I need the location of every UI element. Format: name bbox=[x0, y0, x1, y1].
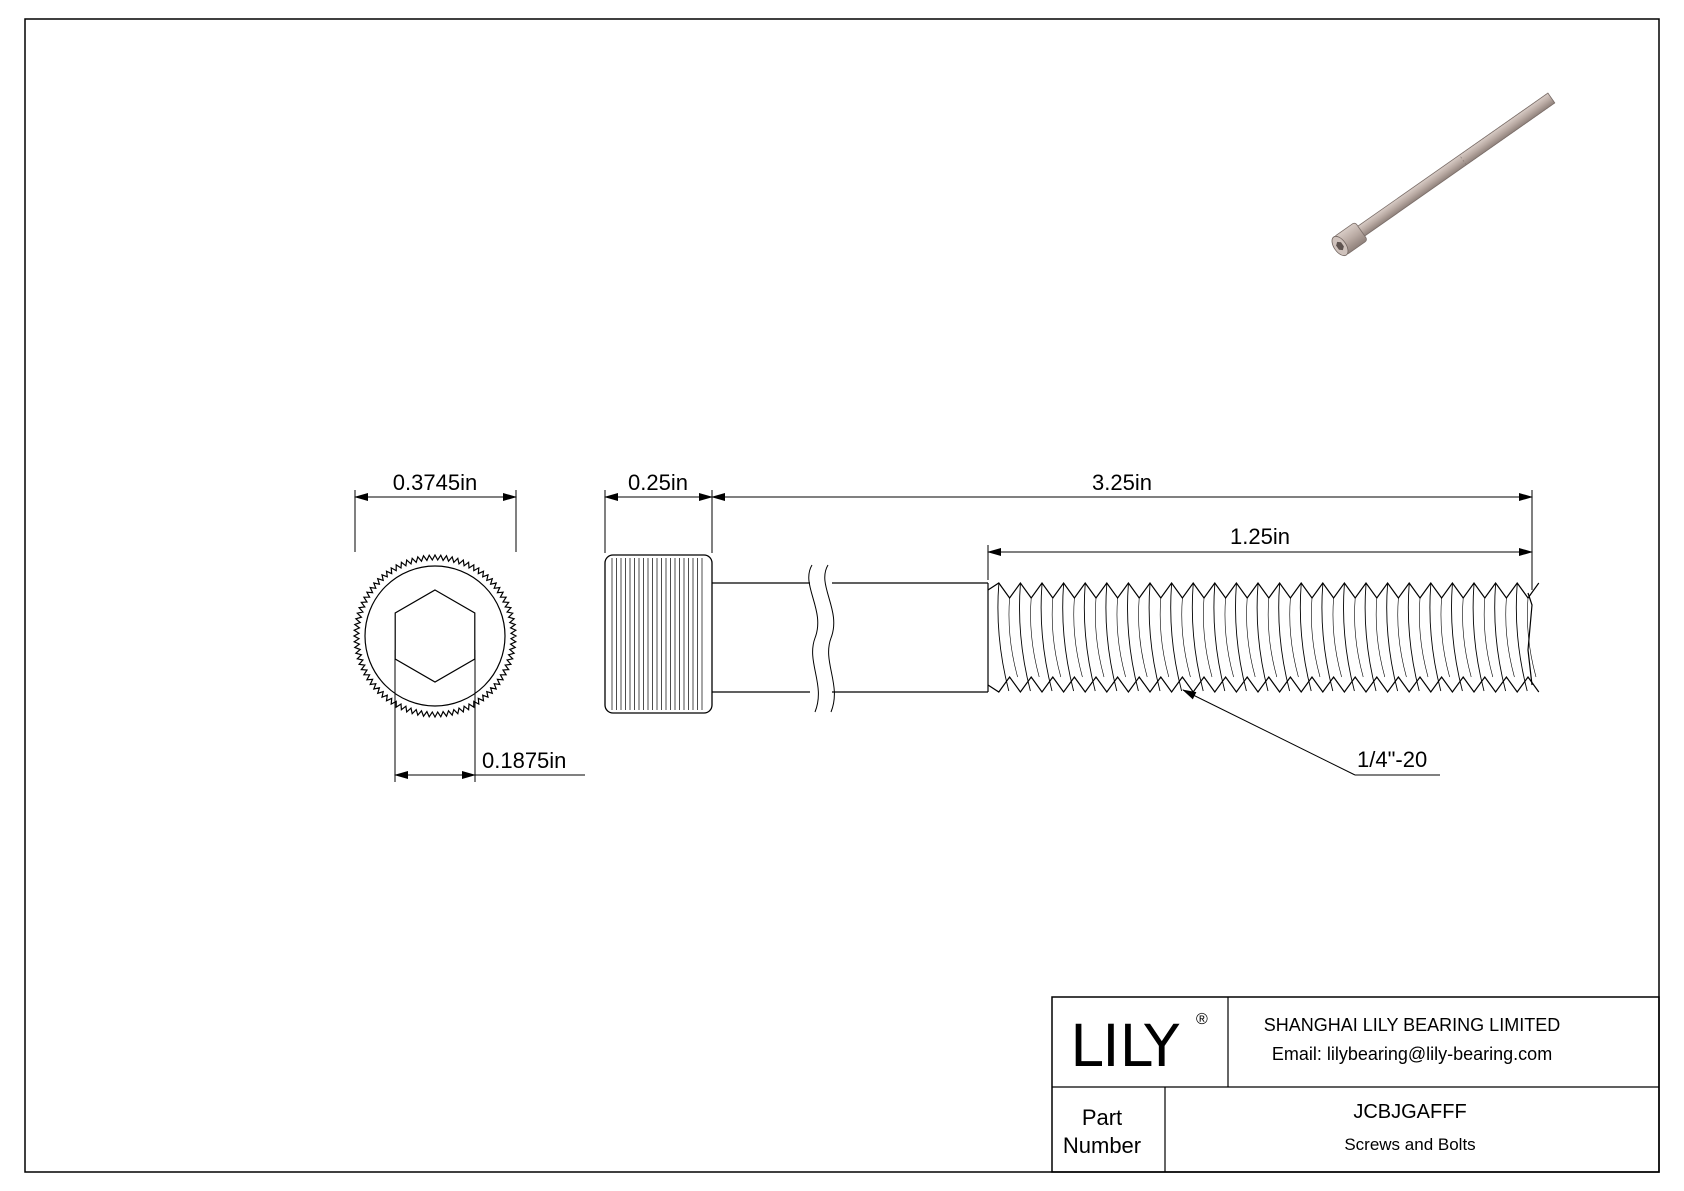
thread-root bbox=[1462, 597, 1472, 678]
thread-flank bbox=[1407, 583, 1420, 692]
part-label: Part bbox=[1082, 1105, 1122, 1130]
title-block-frame bbox=[1051, 996, 1660, 1173]
thread-root bbox=[1397, 597, 1407, 678]
thread-flank bbox=[1278, 583, 1291, 692]
thread-flank bbox=[1170, 583, 1183, 692]
thread-root bbox=[1138, 597, 1148, 678]
thread-flank bbox=[1429, 583, 1442, 692]
thread-root bbox=[1159, 597, 1170, 678]
thread-flank bbox=[1105, 583, 1118, 692]
thread-flank bbox=[1386, 583, 1399, 692]
thread-flank bbox=[1321, 583, 1334, 692]
knurled-head-outline bbox=[352, 553, 518, 719]
thread-root bbox=[1008, 597, 1018, 678]
thread-root bbox=[1289, 597, 1299, 678]
thread-flank bbox=[1343, 583, 1355, 692]
thread-flank bbox=[1515, 583, 1528, 692]
thread-root bbox=[1375, 597, 1386, 678]
part-number: JCBJGAFFF bbox=[1353, 1101, 1466, 1123]
logo-registered-mark: ® bbox=[1196, 1011, 1208, 1028]
isometric-screw-thumbnail bbox=[1331, 92, 1556, 257]
screw-side-view: 0.25in 3.25in 1.25in 1/4"-20 bbox=[604, 470, 1540, 776]
thread-crest-top bbox=[987, 581, 1540, 600]
company-logo: LILY bbox=[1070, 1012, 1180, 1080]
overall-length-label: 3.25in bbox=[1092, 470, 1152, 495]
break-line-right bbox=[824, 564, 835, 713]
head-height-label: 0.25in bbox=[628, 470, 688, 495]
thread-flank bbox=[997, 583, 1010, 692]
company-name: SHANGHAI LILY BEARING LIMITED bbox=[1264, 1015, 1560, 1035]
thread-root bbox=[1095, 597, 1105, 678]
hex-socket bbox=[394, 589, 476, 683]
hex-socket-label: 0.1875in bbox=[482, 748, 566, 773]
thread-flank bbox=[1062, 583, 1075, 692]
thread-length-label: 1.25in bbox=[1230, 524, 1290, 549]
thread-flank bbox=[1040, 583, 1053, 692]
thread-flank bbox=[1127, 583, 1139, 692]
thread-flank-lines bbox=[997, 583, 1537, 692]
thread-root bbox=[1073, 597, 1083, 678]
thread-root bbox=[1354, 597, 1364, 678]
head-end-view: 0.3745in 0.1875in bbox=[352, 470, 585, 782]
thread-flank bbox=[1472, 583, 1485, 692]
thread-flank bbox=[1083, 583, 1096, 692]
head-knurl-lines bbox=[611, 558, 703, 710]
thread-root bbox=[1181, 597, 1191, 678]
break-line-left bbox=[808, 564, 819, 713]
thread-flank bbox=[1148, 583, 1161, 692]
thread-root bbox=[1332, 597, 1342, 678]
title-block: LILY ® SHANGHAI LILY BEARING LIMITED Ema… bbox=[1051, 996, 1660, 1173]
head-inner-circle bbox=[364, 565, 506, 707]
thread-root bbox=[1267, 597, 1278, 678]
thread-flank bbox=[1019, 583, 1031, 692]
number-label: Number bbox=[1063, 1133, 1141, 1158]
thread-flank bbox=[1299, 583, 1312, 692]
thread-root bbox=[1311, 597, 1321, 678]
thread-root bbox=[1505, 597, 1515, 678]
thread-root bbox=[1116, 597, 1126, 678]
thread-root bbox=[1440, 597, 1450, 678]
thread-root bbox=[1030, 597, 1040, 678]
thread-end bbox=[1527, 592, 1533, 686]
thread-flank bbox=[1256, 583, 1269, 692]
thread-flank bbox=[1235, 583, 1247, 692]
company-email: Email: lilybearing@lily-bearing.com bbox=[1272, 1044, 1552, 1064]
thread-flank bbox=[1364, 583, 1377, 692]
thread-root bbox=[1419, 597, 1429, 678]
thread-callout-label: 1/4"-20 bbox=[1357, 747, 1427, 772]
thread-root bbox=[1246, 597, 1256, 678]
thread-callout-leader bbox=[1182, 689, 1356, 776]
head-diameter-label: 0.3745in bbox=[393, 470, 477, 495]
thread-flank bbox=[1213, 583, 1226, 692]
part-type: Screws and Bolts bbox=[1344, 1135, 1475, 1154]
thread-crest-bottom bbox=[987, 675, 1540, 694]
thread-root bbox=[1224, 597, 1234, 678]
drawing-border bbox=[24, 18, 1660, 1173]
thread-flank bbox=[1494, 583, 1507, 692]
thread-root bbox=[1203, 597, 1213, 678]
thread-flank bbox=[1191, 583, 1204, 692]
screw-head bbox=[604, 554, 713, 714]
thread-root bbox=[1051, 597, 1062, 678]
thread-root bbox=[1483, 597, 1494, 678]
thread-flank bbox=[1451, 583, 1463, 692]
